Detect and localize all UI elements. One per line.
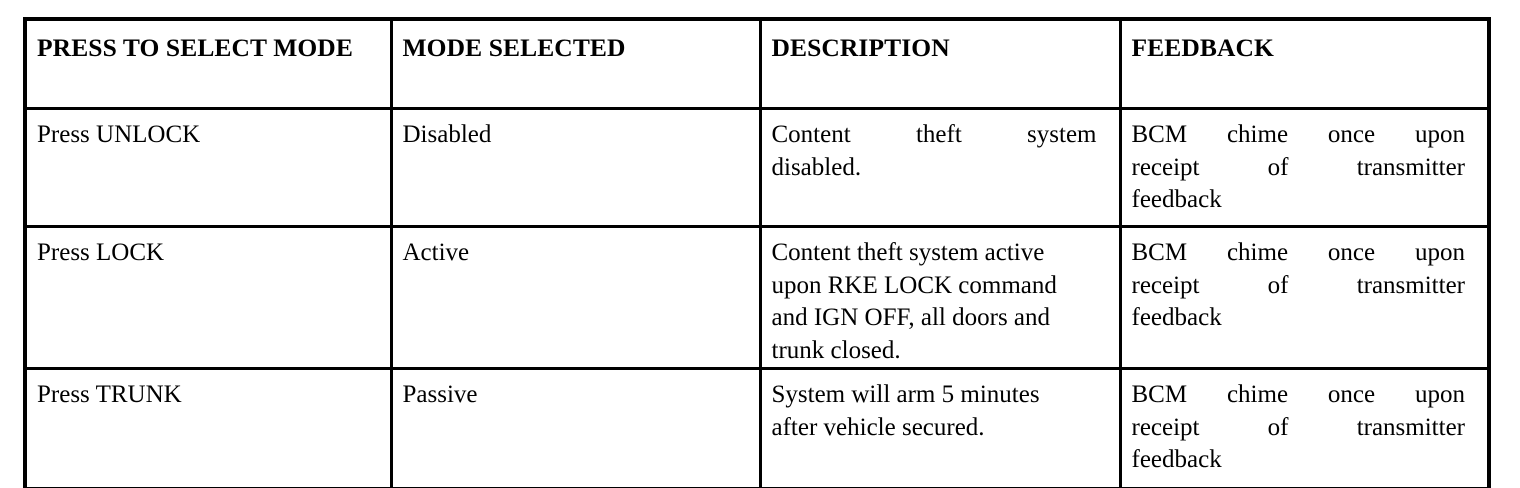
table-header-row: PRESS TO SELECT MODE MODE SELECTED DESCR… (25, 19, 1489, 110)
description-line: upon RKE LOCK command (771, 271, 1057, 299)
cell-feedback-active: BCM chime once upon receipt of transmitt… (1120, 226, 1489, 370)
cell-description-passive: System will arm 5 minutes after vehicle … (760, 368, 1122, 488)
feedback-line: feedback (1131, 304, 1222, 331)
cell-press-trunk: Press TRUNK (25, 368, 393, 488)
mode-label: Active (402, 239, 470, 266)
header-cell-feedback: FEEDBACK (1120, 19, 1489, 110)
description-line: disabled. (771, 153, 862, 181)
mode-label: Disabled (402, 121, 492, 148)
header-cell-press-to-select-mode: PRESS TO SELECT MODE (25, 19, 393, 110)
feedback-line: receipt of transmitter (1131, 271, 1466, 299)
feedback-line: BCM chime once upon (1131, 121, 1466, 148)
mode-label: Passive (402, 381, 478, 408)
cell-description-active: Content theft system active upon RKE LOC… (760, 226, 1122, 370)
feedback-line: receipt of transmitter (1131, 413, 1466, 441)
cell-press-unlock: Press UNLOCK (25, 108, 393, 228)
cell-feedback-passive: BCM chime once upon receipt of transmitt… (1120, 368, 1489, 488)
press-label: Press LOCK (37, 239, 165, 266)
cell-mode-disabled: Disabled (391, 108, 762, 228)
header-cell-description: DESCRIPTION (760, 19, 1122, 110)
cell-press-lock: Press LOCK (25, 226, 393, 370)
header-feedback: FEEDBACK (1131, 33, 1274, 62)
cell-mode-active: Active (391, 226, 762, 370)
table-row: Press LOCK Active Content theft system a… (25, 226, 1489, 370)
header-mode-selected: MODE SELECTED (402, 33, 626, 62)
feedback-line: feedback (1131, 186, 1222, 213)
feedback-line: BCM chime once upon (1131, 239, 1466, 266)
description-line: System will arm 5 minutes (771, 381, 1040, 408)
cell-mode-passive: Passive (391, 368, 762, 488)
description-line: after vehicle secured. (771, 413, 985, 441)
description-line: trunk closed. (771, 336, 901, 364)
description-line: Content theft system (771, 121, 1097, 148)
table-row: Press TRUNK Passive System will arm 5 mi… (25, 368, 1489, 488)
table-row: Press UNLOCK Disabled Content theft syst… (25, 108, 1489, 228)
header-cell-mode-selected: MODE SELECTED (391, 19, 762, 110)
description-line: and IGN OFF, all doors and (771, 304, 1051, 331)
feedback-line: receipt of transmitter (1131, 153, 1466, 181)
header-description: DESCRIPTION (771, 33, 950, 62)
cell-feedback-disabled: BCM chime once upon receipt of transmitt… (1120, 108, 1489, 228)
header-press-line-1: PRESS TO SELECT (37, 33, 267, 62)
feedback-line: BCM chime once upon (1131, 381, 1466, 408)
press-label: Press TRUNK (37, 381, 182, 408)
description-line: Content theft system active (771, 239, 1045, 266)
header-press-line-2: MODE (273, 33, 353, 62)
press-label: Press UNLOCK (37, 121, 201, 148)
feedback-line: feedback (1131, 446, 1222, 473)
mode-selection-table: PRESS TO SELECT MODE MODE SELECTED DESCR… (23, 17, 1491, 488)
cell-description-disabled: Content theft system disabled. (760, 108, 1122, 228)
